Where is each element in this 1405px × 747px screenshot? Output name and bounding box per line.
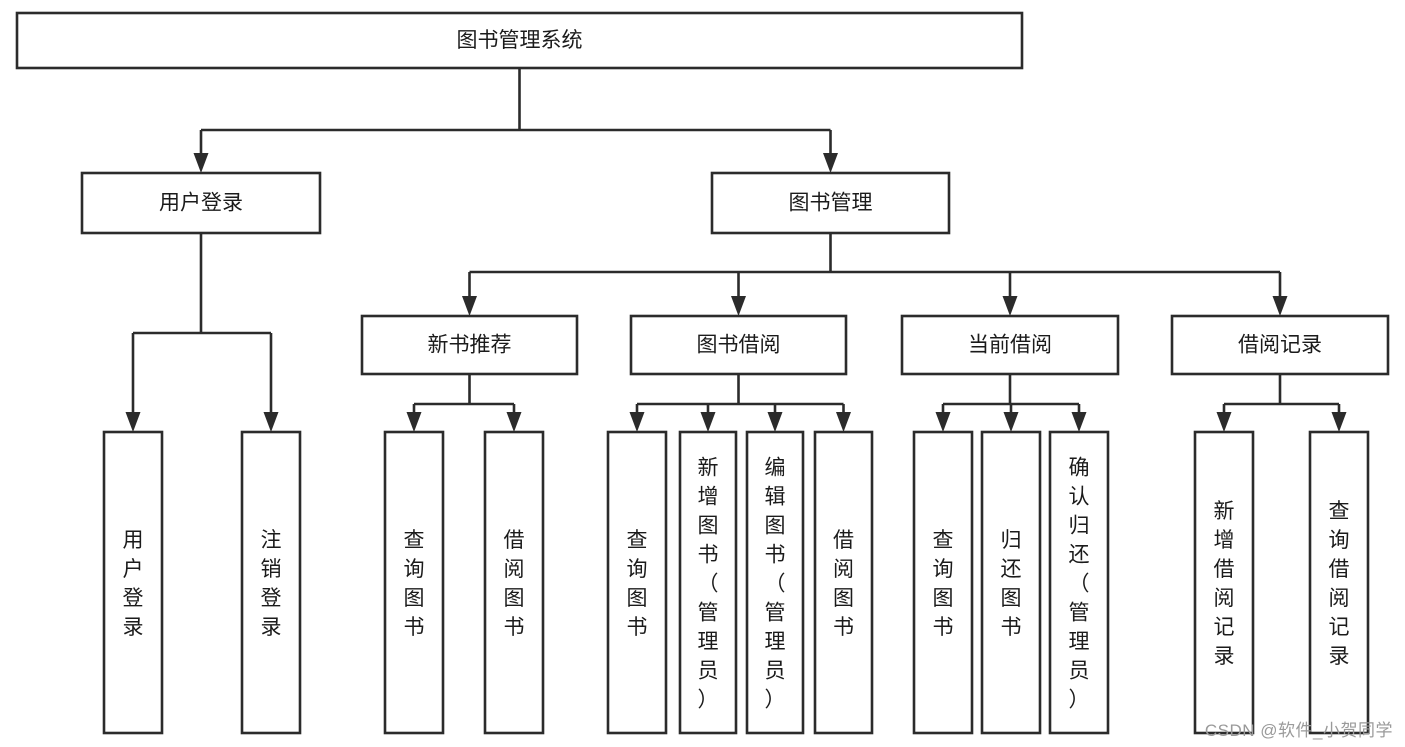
arrow-head-icon (935, 412, 951, 432)
arrow-head-icon (263, 412, 279, 432)
node-leaf-add-book-admin[interactable]: 新增图书（管理员） (678, 430, 738, 735)
connector-layer (125, 68, 1347, 432)
node-label: 确认归还（管理员） (1069, 457, 1090, 712)
node-leaf-confirm-return-admin[interactable]: 确认归还（管理员） (1048, 430, 1110, 735)
node-label: 借阅图书 (833, 529, 854, 639)
node-box (629, 314, 848, 376)
node-leaf-query-book-2[interactable]: 查询图书 (606, 430, 668, 735)
node-leaf-return-book[interactable]: 归还图书 (980, 430, 1042, 735)
node-label: 借阅记录 (1238, 334, 1322, 357)
node-box (1193, 430, 1255, 735)
arrow-head-icon (629, 412, 645, 432)
arrow-head-icon (836, 412, 851, 432)
node-label: 查询借阅记录 (1329, 500, 1350, 668)
node-leaf-user-logout[interactable]: 注销登录 (240, 430, 302, 735)
node-box (1308, 430, 1370, 735)
node-box (606, 430, 668, 735)
node-layer: 图书管理系统用户登录图书管理新书推荐图书借阅当前借阅借阅记录用户登录注销登录查询… (15, 11, 1390, 735)
node-box (900, 314, 1120, 376)
arrow-head-icon (406, 412, 422, 432)
node-label: 新增借阅记录 (1214, 500, 1235, 668)
arrow-head-icon (823, 153, 838, 173)
node-leaf-borrow-book-1[interactable]: 借阅图书 (483, 430, 545, 735)
node-label: 编辑图书（管理员） (765, 457, 786, 712)
node-box (710, 171, 951, 235)
node-box (678, 430, 738, 735)
node-box (1170, 314, 1390, 376)
arrow-head-icon (731, 296, 746, 316)
arrow-head-icon (700, 412, 716, 432)
arrow-head-icon (767, 412, 783, 432)
node-box (102, 430, 164, 735)
node-book-borrow[interactable]: 图书借阅 (629, 314, 848, 376)
node-label: 用户登录 (159, 192, 243, 215)
node-new-book-recommend[interactable]: 新书推荐 (360, 314, 579, 376)
node-book-manage[interactable]: 图书管理 (710, 171, 951, 235)
arrow-head-icon (1071, 412, 1087, 432)
node-box (360, 314, 579, 376)
node-box (813, 430, 874, 735)
node-box (15, 11, 1024, 70)
csdn-watermark: CSDN @软件_小贺同学 (1204, 721, 1393, 740)
arrow-head-icon (1002, 296, 1018, 316)
arrow-head-icon (1272, 296, 1288, 316)
node-borrow-record[interactable]: 借阅记录 (1170, 314, 1390, 376)
node-box (240, 430, 302, 735)
node-leaf-query-borrow-record[interactable]: 查询借阅记录 (1308, 430, 1370, 735)
node-leaf-add-borrow-record[interactable]: 新增借阅记录 (1193, 430, 1255, 735)
arrow-head-icon (125, 412, 141, 432)
node-label: 图书管理 (789, 192, 873, 215)
node-label: 注销登录 (261, 529, 282, 639)
node-box (980, 430, 1042, 735)
node-box (483, 430, 545, 735)
node-box (80, 171, 322, 235)
node-label: 借阅图书 (504, 529, 525, 639)
arrow-head-icon (1216, 412, 1232, 432)
node-box (1048, 430, 1110, 735)
node-label: 新书推荐 (428, 334, 512, 357)
node-label: 图书管理系统 (457, 29, 583, 52)
arrow-head-icon (462, 296, 477, 316)
node-leaf-query-book-1[interactable]: 查询图书 (383, 430, 445, 735)
node-label: 查询图书 (404, 529, 425, 639)
node-box (912, 430, 974, 735)
node-leaf-query-book-3[interactable]: 查询图书 (912, 430, 974, 735)
node-leaf-edit-book-admin[interactable]: 编辑图书（管理员） (745, 430, 805, 735)
node-current-borrow[interactable]: 当前借阅 (900, 314, 1120, 376)
node-root[interactable]: 图书管理系统 (15, 11, 1024, 70)
node-box (745, 430, 805, 735)
node-label: 新增图书（管理员） (698, 457, 719, 712)
node-leaf-borrow-book-2[interactable]: 借阅图书 (813, 430, 874, 735)
node-label: 归还图书 (1001, 529, 1022, 639)
node-label: 查询图书 (627, 529, 648, 639)
node-box (383, 430, 445, 735)
arrow-head-icon (1003, 412, 1019, 432)
arrow-head-icon (1331, 412, 1347, 432)
node-label: 当前借阅 (968, 334, 1052, 357)
node-label: 查询图书 (933, 529, 954, 639)
node-leaf-user-login[interactable]: 用户登录 (102, 430, 164, 735)
node-user-login[interactable]: 用户登录 (80, 171, 322, 235)
arrow-head-icon (506, 412, 522, 432)
node-label: 用户登录 (123, 529, 144, 639)
node-label: 图书借阅 (697, 334, 781, 357)
arrow-head-icon (193, 153, 209, 173)
